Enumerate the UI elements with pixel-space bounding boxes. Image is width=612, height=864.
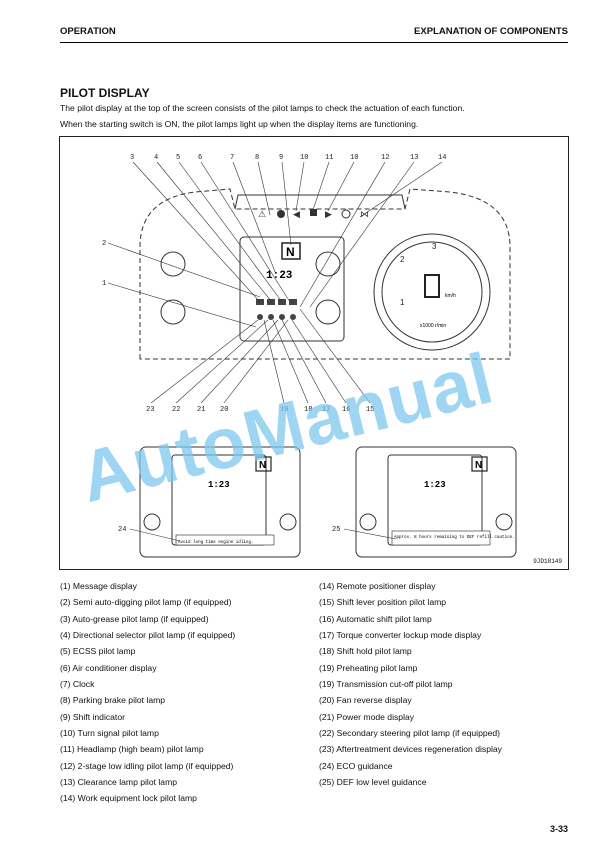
legend-item: (4) Directional selector pilot lamp (if … [60, 630, 236, 641]
svg-text:13: 13 [410, 154, 418, 162]
header-right: EXPLANATION OF COMPONENTS [414, 26, 568, 37]
gauge-1: 1 [400, 298, 405, 307]
legend-item: (14) Work equipment lock pilot lamp [60, 793, 197, 804]
svg-text:4: 4 [154, 154, 158, 162]
svg-text:14: 14 [438, 154, 446, 162]
tach-label: x1000 r/min [420, 323, 446, 329]
svg-text:7: 7 [230, 154, 234, 162]
legend-item: (8) Parking brake pilot lamp [60, 695, 166, 706]
gauge-3: 3 [432, 242, 437, 251]
svg-text:2: 2 [102, 240, 106, 248]
legend-item: (19) Transmission cut-off pilot lamp [319, 679, 453, 690]
page-header: OPERATION EXPLANATION OF COMPONENTS [60, 26, 568, 44]
gauge-2: 2 [400, 255, 405, 264]
svg-text:1:23: 1:23 [208, 480, 230, 490]
svg-text:15: 15 [366, 406, 374, 414]
header-left: OPERATION [60, 26, 116, 37]
legend-item: (11) Headlamp (high beam) pilot lamp [60, 744, 204, 755]
svg-text:23: 23 [146, 406, 154, 414]
def-message: Approx. 8 hours remaining to DEF refill … [394, 535, 515, 540]
legend-item: (3) Auto-grease pilot lamp (if equipped) [60, 613, 209, 624]
legend-left: (1) Message display (2) Semi auto-diggin… [60, 578, 235, 807]
header-rule [60, 42, 568, 43]
svg-text:N: N [475, 460, 482, 471]
callout-25: 25 [332, 526, 340, 534]
svg-text:18: 18 [304, 406, 312, 414]
svg-text:N: N [259, 460, 266, 471]
svg-text:1:23: 1:23 [424, 480, 446, 490]
legend-item: (12) 2-stage low idling pilot lamp (if e… [60, 760, 234, 771]
svg-text:▶: ▶ [325, 209, 332, 219]
legend-item: (14) Remote positioner display [319, 581, 436, 591]
intro-line-2: When the starting switch is ON, the pilo… [60, 119, 419, 129]
svg-text:10: 10 [350, 154, 358, 162]
svg-text:20: 20 [220, 406, 228, 414]
shift-indicator: N [286, 245, 295, 259]
svg-text:21: 21 [197, 406, 205, 414]
svg-text:10: 10 [300, 154, 308, 162]
legend-item: (5) ECSS pilot lamp [60, 646, 136, 657]
legend-item: (13) Clearance lamp pilot lamp [60, 777, 178, 788]
legend-item: (25) DEF low level guidance [319, 777, 427, 788]
intro-line-1: The pilot display at the top of the scre… [60, 103, 465, 113]
svg-text:1: 1 [102, 280, 106, 288]
svg-text:⚠: ⚠ [258, 209, 266, 219]
svg-text:12: 12 [381, 154, 389, 162]
svg-text:◀: ◀ [293, 209, 300, 219]
legend-item: (22) Secondary steering pilot lamp (if e… [319, 728, 501, 739]
svg-text:19: 19 [280, 406, 288, 414]
svg-text:16: 16 [342, 406, 350, 414]
legend-item: (2) Semi auto-digging pilot lamp (if equ… [60, 597, 232, 608]
section-title: PILOT DISPLAY [60, 86, 150, 100]
legend-item: (9) Shift indicator [60, 711, 125, 722]
page-number: 3-33 [549, 824, 568, 834]
legend-item: (10) Turn signal pilot lamp [60, 728, 159, 739]
svg-text:6: 6 [198, 154, 202, 162]
svg-text:9: 9 [279, 154, 283, 162]
legend-item: (20) Fan reverse display [319, 695, 412, 706]
svg-text:5: 5 [176, 154, 180, 162]
svg-text:22: 22 [172, 406, 180, 414]
legend-item: (24) ECO guidance [319, 760, 393, 771]
legend-item: (7) Clock [60, 679, 95, 690]
pilot-display-figure: ⚠ ◀ ▶ ⋈ N 1:23 1 2 3 km/h x1000 r/min [59, 136, 569, 570]
svg-text:8: 8 [255, 154, 259, 162]
svg-text:11: 11 [325, 154, 333, 162]
legend-right: (14) Remote positioner display (15) Shif… [319, 578, 502, 790]
legend-item: (21) Power mode display [319, 711, 415, 722]
callout-24: 24 [118, 526, 126, 534]
svg-text:3: 3 [130, 154, 134, 162]
svg-text:17: 17 [322, 406, 330, 414]
speed-unit: km/h [445, 293, 456, 299]
legend-item: (17) Torque converter lockup mode displa… [319, 630, 482, 641]
figure-id: 9JD18149 [533, 558, 562, 565]
legend-item: (6) Air conditioner display [60, 662, 157, 673]
clock-display: 1:23 [266, 270, 293, 282]
legend-item: (18) Shift hold pilot lamp [319, 646, 412, 657]
legend-item: (23) Aftertreatment devices regeneration… [319, 744, 502, 755]
legend-item: (15) Shift lever position pilot lamp [319, 597, 447, 608]
legend-item: (16) Automatic shift pilot lamp [319, 613, 432, 624]
eco-message: Avoid long time engine idling. [178, 540, 253, 545]
legend-item: (19) Preheating pilot lamp [319, 662, 418, 673]
legend-item: (1) Message display [60, 581, 137, 591]
